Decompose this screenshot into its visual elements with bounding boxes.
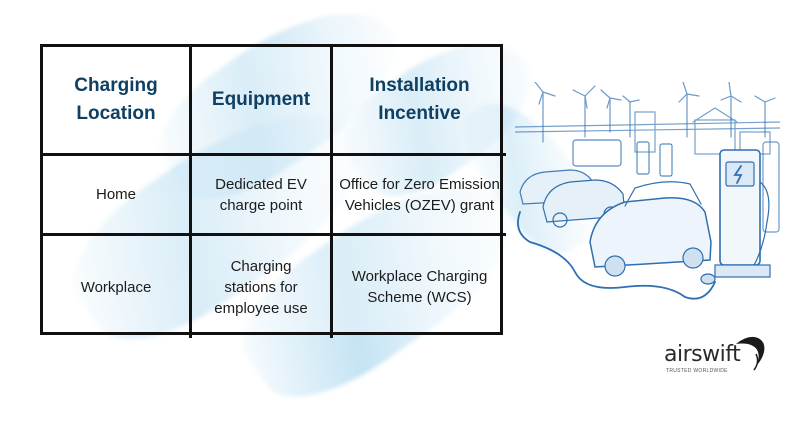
ev-charging-illustration (515, 82, 780, 300)
charging-station-icon (714, 141, 780, 278)
cell-workplace-incentive: Workplace Charging Scheme (WCS) (351, 268, 488, 306)
logo-wordmark: airswift (664, 342, 741, 367)
cell-home-location: Home (43, 156, 192, 236)
wind-turbine-icon (534, 82, 776, 143)
buildings-icon (515, 107, 780, 155)
bus-icon (572, 139, 622, 167)
header-equipment: Equipment (192, 47, 333, 156)
cell-home-incentive: Office for Zero Emission Vehicles (OZEV)… (333, 156, 506, 236)
cell-home-equipment: Dedicated EV charge point (192, 156, 333, 236)
cell-workplace-location: Workplace (43, 236, 192, 338)
swift-bird-icon (736, 336, 765, 371)
airswift-logo[interactable]: airswift TRUSTED WORLDWIDE (662, 336, 772, 376)
cell-workplace-equipment: Charging stations for employee use (192, 236, 333, 338)
logo-tagline: TRUSTED WORLDWIDE (666, 368, 728, 374)
